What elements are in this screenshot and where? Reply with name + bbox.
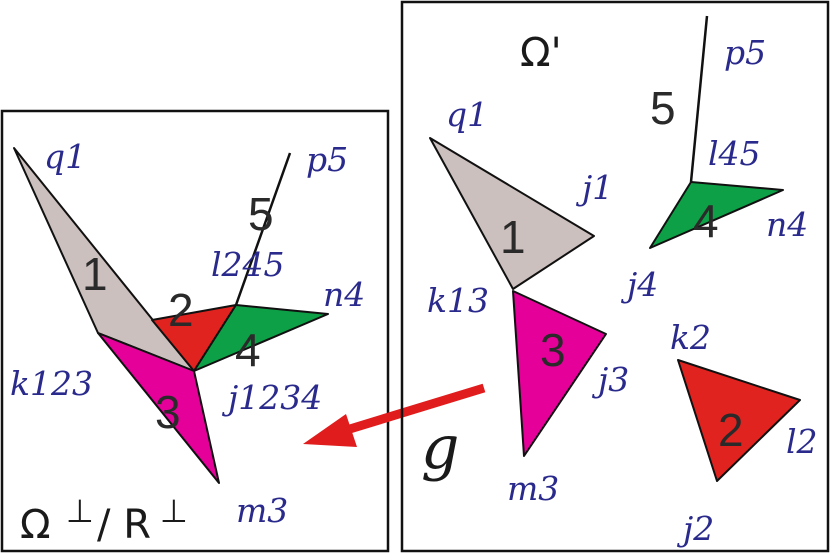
left-piece-5-number: 5 <box>248 188 274 240</box>
title-perp-superscript-2: ⊥ <box>160 492 188 530</box>
right-piece-1 <box>429 137 595 290</box>
right-piece-3-number: 3 <box>540 324 566 376</box>
left-piece-4-number: 4 <box>235 324 261 376</box>
title-slash-r: / R <box>97 502 151 548</box>
left-piece-3-number: 3 <box>155 386 181 438</box>
right-vertex-k2: k2 <box>670 318 711 357</box>
right-vertex-l2: l2 <box>786 422 818 461</box>
right-vertex-m3: m3 <box>507 469 559 508</box>
title-omega: Ω <box>20 502 51 548</box>
right-piece-3 <box>512 290 607 457</box>
title-perp-superscript-1: ⊥ <box>66 492 94 530</box>
left-vertex-p5: p5 <box>306 140 348 179</box>
arrow-shaft <box>338 383 486 437</box>
right-vertex-l45: l45 <box>708 134 761 173</box>
left-panel-title: Ω ⊥ / R ⊥ <box>20 492 188 548</box>
right-panel: Ω' 1 3 4 2 5 q1 j1 p5 l45 n4 j4 k13 j3 m… <box>400 0 830 553</box>
left-vertex-q1: q1 <box>44 137 86 176</box>
right-vertex-j4: j4 <box>620 265 658 304</box>
right-vertex-k13: k13 <box>427 281 489 320</box>
left-piece-1-number: 1 <box>82 248 108 300</box>
right-vertex-j3: j3 <box>591 360 629 399</box>
right-vertex-p5: p5 <box>724 33 766 72</box>
left-panel: 1 2 3 4 5 q1 p5 l245 n4 k123 j1234 m3 Ω … <box>0 109 390 553</box>
left-vertex-n4: n4 <box>323 275 365 314</box>
left-vertex-j1234: j1234 <box>221 378 322 417</box>
right-piece-5-edge <box>689 15 709 183</box>
arrow-head <box>303 414 357 447</box>
right-panel-frame <box>400 0 830 553</box>
left-vertex-k123: k123 <box>10 364 93 403</box>
right-vertex-j2: j2 <box>676 509 714 548</box>
left-piece-5-edge <box>234 152 292 306</box>
left-piece-2-number: 2 <box>168 284 194 336</box>
map-symbol-g: g <box>421 413 459 483</box>
left-piece-3 <box>97 332 220 484</box>
right-piece-4 <box>649 181 784 249</box>
right-piece-4-number: 4 <box>693 195 719 247</box>
right-vertex-j1: j1 <box>575 168 613 207</box>
right-piece-2-number: 2 <box>718 404 744 456</box>
right-piece-5-number: 5 <box>650 82 676 134</box>
right-vertex-q1: q1 <box>446 95 488 134</box>
right-piece-2 <box>677 359 801 482</box>
map-arrow <box>303 383 486 447</box>
left-panel-frame <box>0 109 390 553</box>
right-panel-title: Ω' <box>520 30 562 76</box>
left-vertex-m3: m3 <box>236 491 288 530</box>
right-vertex-n4: n4 <box>766 205 808 244</box>
left-vertex-l245: l245 <box>211 245 285 284</box>
left-piece-4 <box>193 304 329 372</box>
right-piece-1-number: 1 <box>500 211 526 263</box>
